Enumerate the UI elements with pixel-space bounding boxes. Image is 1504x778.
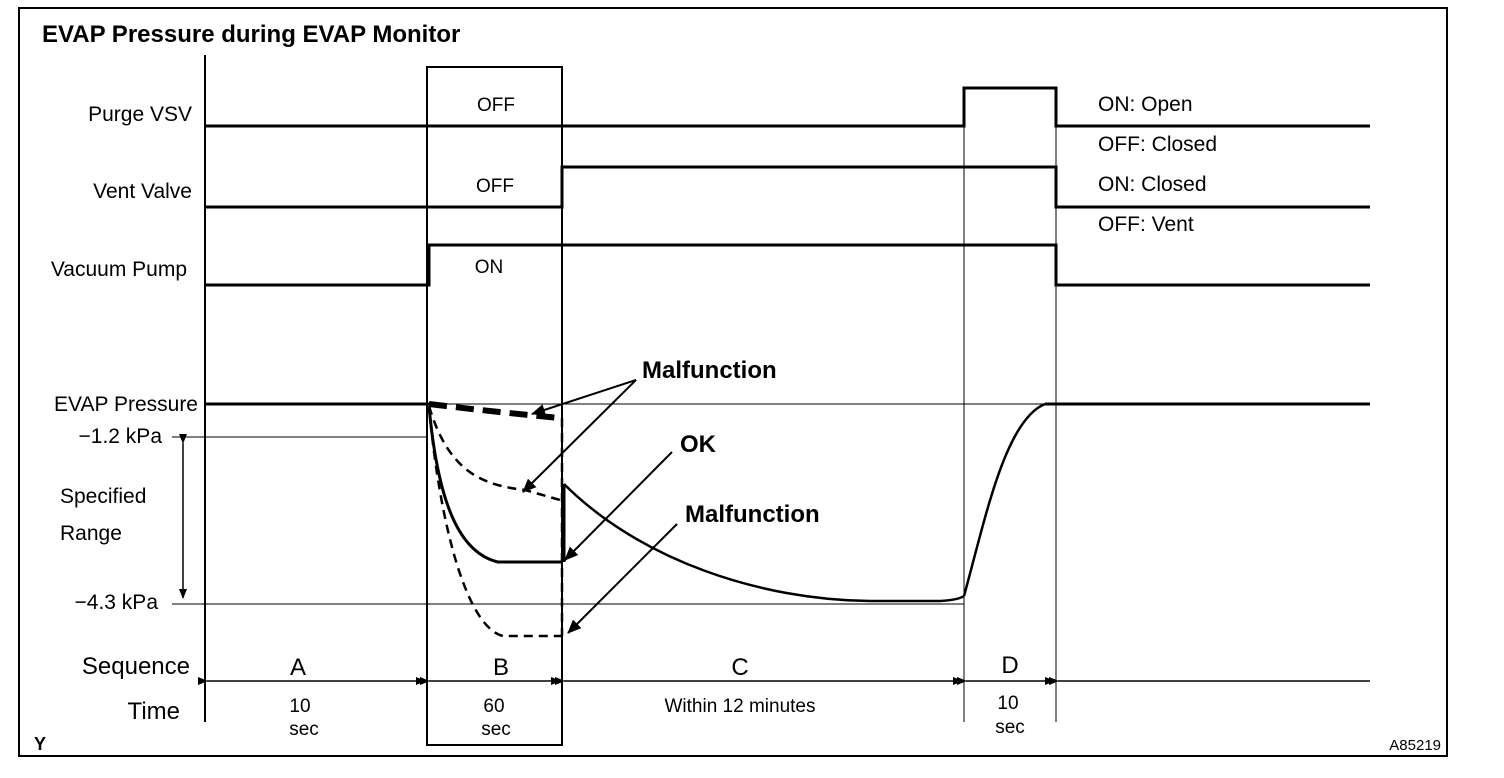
lower-limit-label: −4.3 kPa: [75, 591, 159, 614]
vent-valve-on-legend: ON: Closed: [1098, 173, 1207, 196]
malfunction-top-arrow-2: [522, 379, 637, 493]
phase-a-time-value: 10: [289, 696, 310, 717]
malfunction-leak-large-curve: [428, 401, 561, 421]
sequence-label: Sequence: [82, 653, 190, 680]
ok-arrow: [564, 451, 673, 561]
vent-valve-label: Vent Valve: [93, 180, 192, 203]
malfunction-top-arrow-1: [531, 379, 637, 416]
figure-frame: [18, 7, 1448, 757]
malfunction-bottom-arrow: [567, 523, 678, 634]
specified-range-line1: Specified: [60, 485, 146, 508]
phase-d-recovery-curve: [962, 402, 1046, 597]
vent-valve-off-legend: OFF: Vent: [1098, 213, 1194, 236]
malfunction-top-label: Malfunction: [642, 357, 777, 384]
vent-valve-waveform: [205, 165, 1370, 209]
ok-label: OK: [680, 431, 717, 458]
purge-vsv-waveform: [205, 86, 1370, 128]
specified-range-line2: Range: [60, 522, 122, 545]
phase-b-time-value: 60: [483, 696, 504, 717]
purge-vsv-off-legend: OFF: Closed: [1098, 133, 1217, 156]
malfunction-bottom-label: Malfunction: [685, 501, 820, 528]
vacuum-pump-waveform: [205, 243, 1370, 287]
phase-d-time-unit: sec: [995, 717, 1025, 738]
diagram-title: EVAP Pressure during EVAP Monitor: [42, 21, 460, 48]
figure-id: A85219: [1389, 737, 1441, 754]
vacuum-pump-state-b: ON: [475, 257, 504, 278]
purge-vsv-state-b: OFF: [477, 95, 515, 116]
phase-a-time-unit: sec: [289, 719, 319, 740]
evap-pressure-label: EVAP Pressure: [54, 393, 198, 416]
phase-c-name: C: [731, 654, 748, 681]
phase-c-pressure-curve: [563, 483, 965, 603]
phase-a-name: A: [290, 654, 306, 681]
malfunction-leak-small-curve: [427, 405, 561, 502]
time-label: Time: [128, 698, 180, 725]
malfunction-over-vacuum-curve: [427, 405, 562, 638]
phase-b-time-unit: sec: [481, 719, 511, 740]
phase-d-name: D: [1001, 652, 1018, 679]
vent-valve-state-b: OFF: [476, 176, 514, 197]
phase-c-time-value: Within 12 minutes: [664, 696, 815, 717]
upper-limit-label: −1.2 kPa: [79, 425, 163, 448]
phase-b-box: [426, 66, 563, 746]
vacuum-pump-label: Vacuum Pump: [51, 258, 187, 281]
phase-b-name: B: [493, 654, 509, 681]
purge-vsv-label: Purge VSV: [88, 103, 192, 126]
corner-mark: Y: [34, 734, 46, 754]
purge-vsv-on-legend: ON: Open: [1098, 93, 1193, 116]
phase-d-time-value: 10: [997, 693, 1018, 714]
